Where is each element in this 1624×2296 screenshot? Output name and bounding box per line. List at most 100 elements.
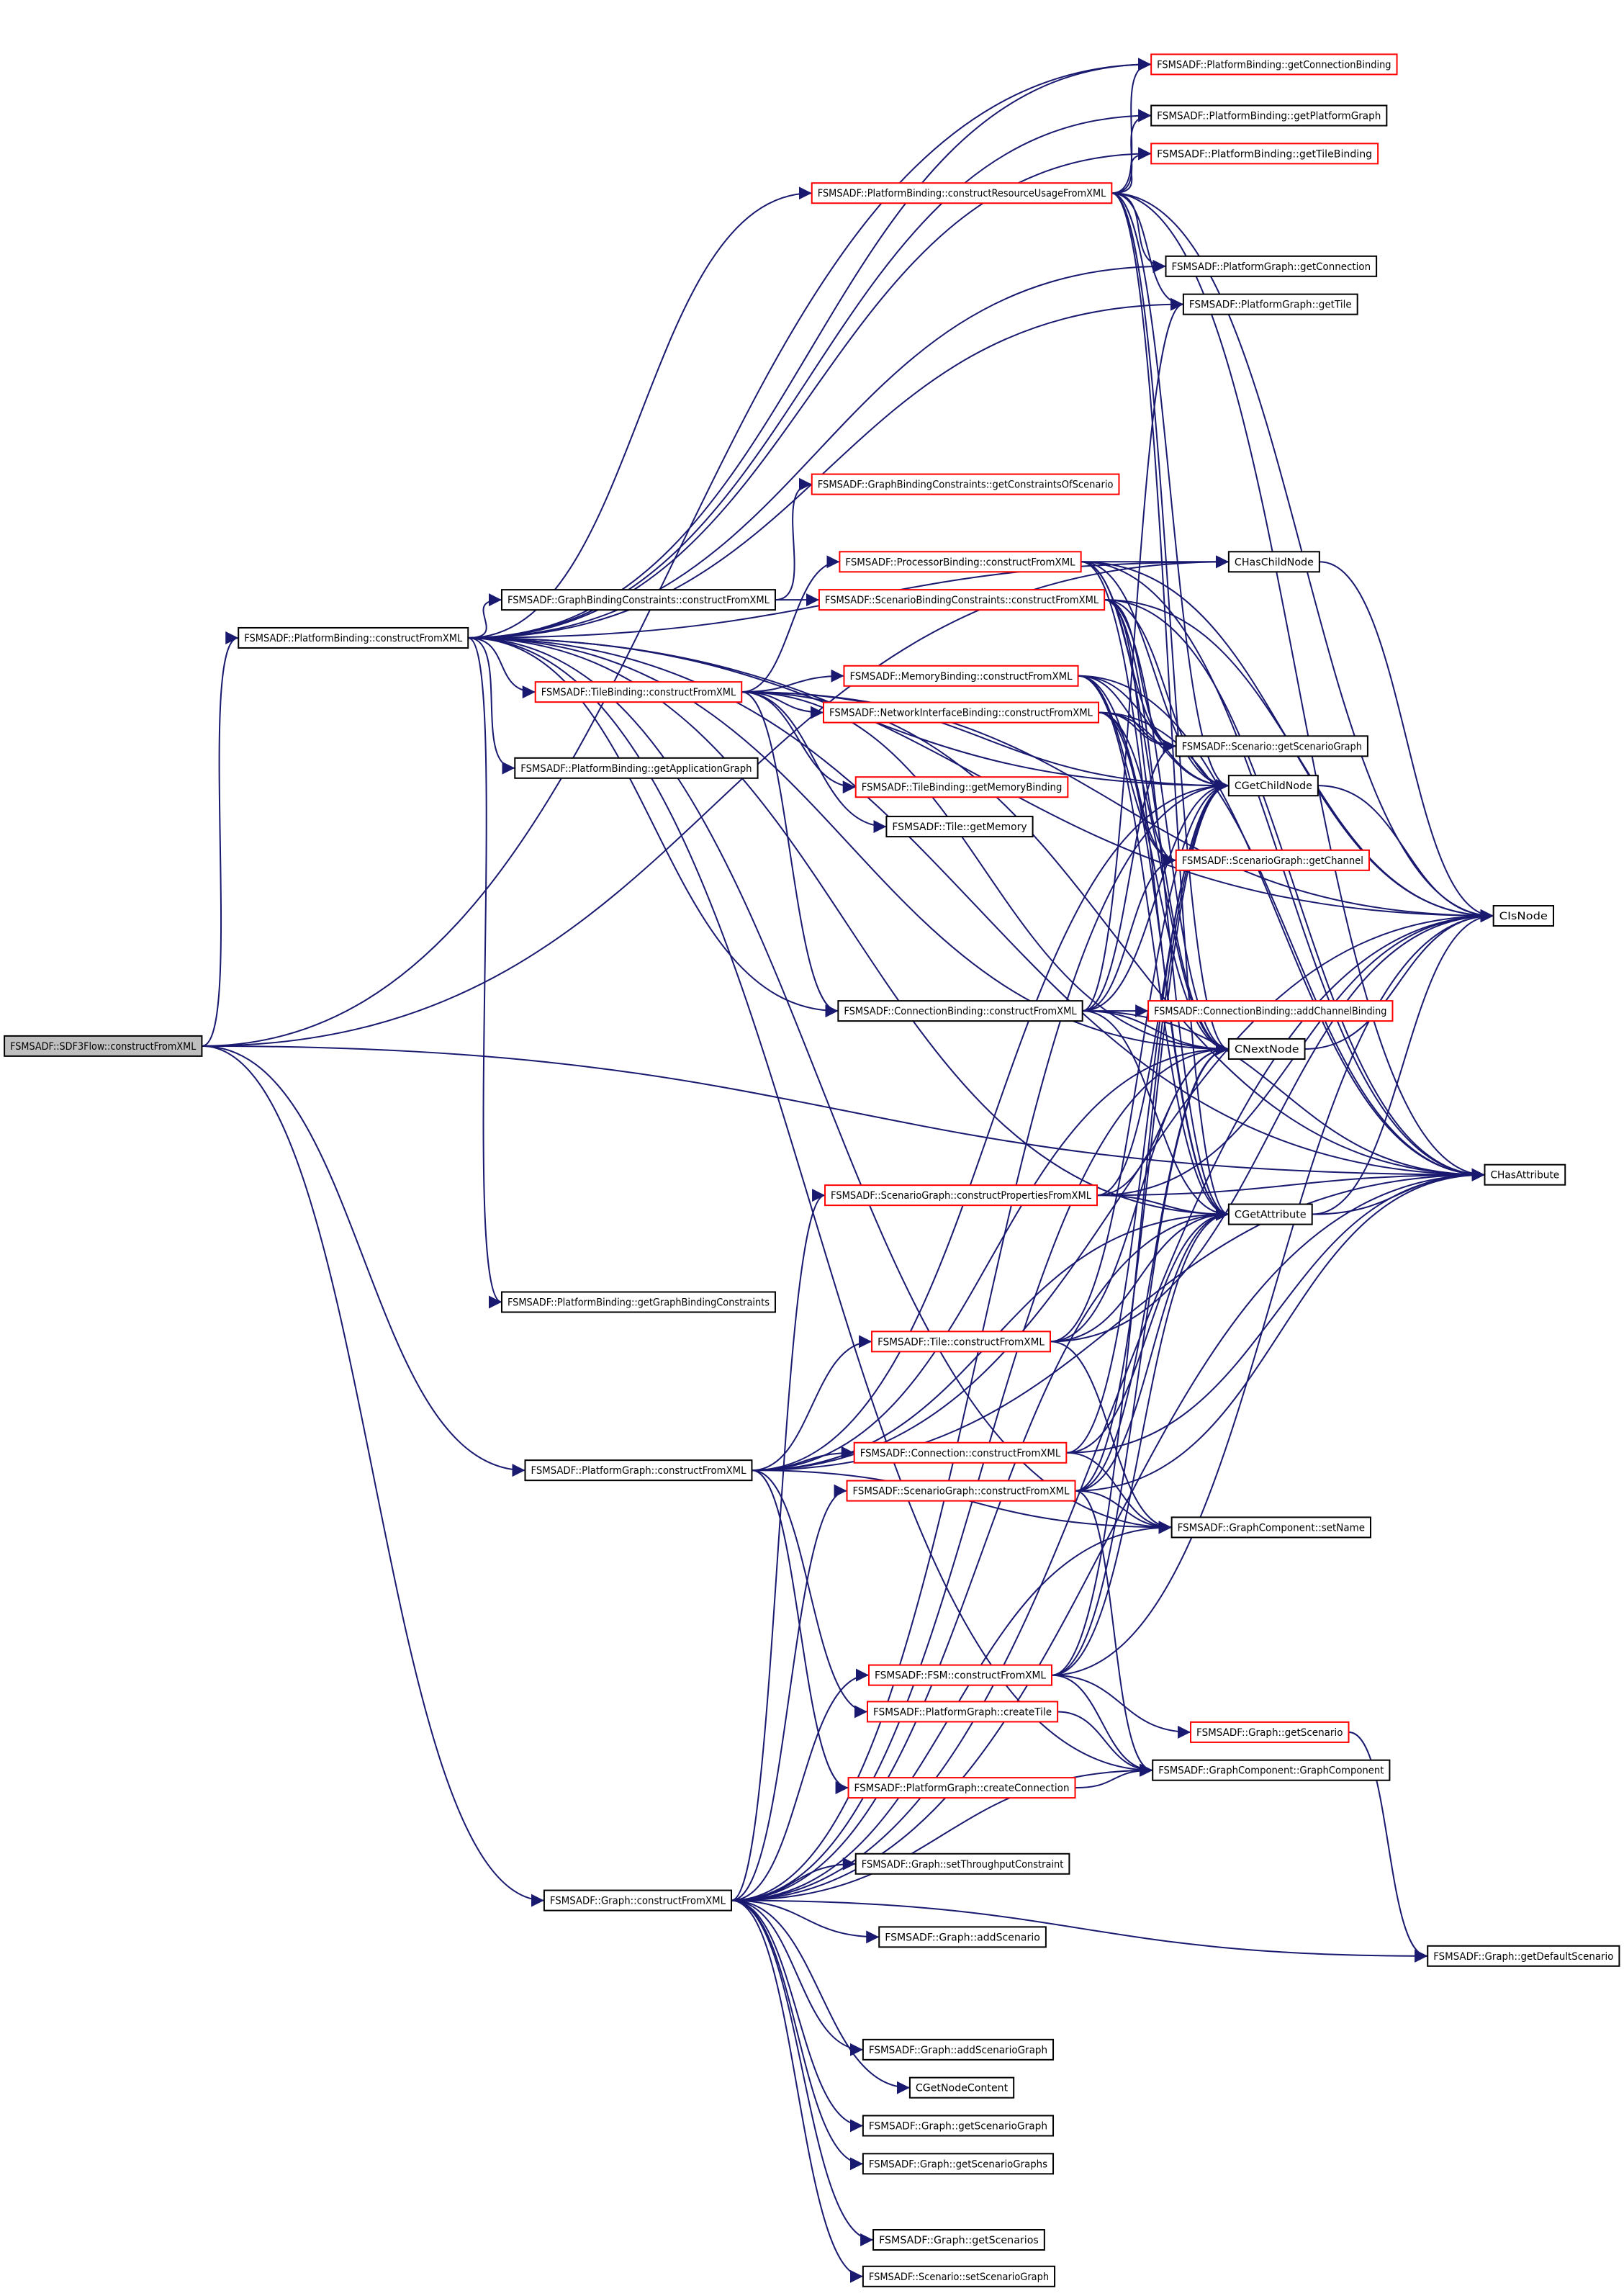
- node-box: [846, 1480, 1076, 1502]
- edge-sbc-to-getCh: [1104, 599, 1176, 867]
- node-cgetchildnode[interactable]: CGetChildNode: [1227, 775, 1319, 797]
- node-label: FSMSADF::Graph::getScenarioGraphs: [869, 2158, 1047, 2170]
- edge-tileB-to-memB: [741, 669, 844, 693]
- node-box: [514, 757, 759, 779]
- node-fsmsadf-graph-getscenariograph[interactable]: FSMSADF::Graph::getScenarioGraph: [862, 2115, 1055, 2137]
- node-cisnode[interactable]: CIsNode: [1492, 905, 1554, 927]
- node-fsmsadf-connectionbinding-addchannelbinding[interactable]: FSMSADF::ConnectionBinding::addChannelBi…: [1147, 1000, 1394, 1022]
- node-label: FSMSADF::GraphBindingConstraints::constr…: [508, 595, 770, 606]
- node-box: [854, 1852, 1070, 1875]
- node-fsmsadf-platformgraph-gettile[interactable]: FSMSADF::PlatformGraph::getTile: [1182, 293, 1358, 315]
- node-box: [811, 182, 1113, 204]
- node-label: CGetChildNode: [1235, 780, 1312, 792]
- edge-pb-to-gcomp: [468, 636, 1153, 1777]
- node-fsmsadf-scenariobindingconstraints-constructfromxml[interactable]: FSMSADF::ScenarioBindingConstraints::con…: [818, 589, 1106, 611]
- edge-conn-to-cga: [1066, 1207, 1229, 1454]
- node-fsmsadf-connection-constructfromxml[interactable]: FSMSADF::Connection::constructFromXML: [853, 1441, 1068, 1464]
- edge-cgcn-to-cisn: [1317, 785, 1494, 923]
- node-fsmsadf-graph-getdefaultscenario[interactable]: FSMSADF::Graph::getDefaultScenario: [1427, 1945, 1620, 1967]
- node-label: CGetNodeContent: [916, 2083, 1009, 2094]
- edge-fsm-to-cisn: [1052, 909, 1494, 1676]
- node-fsmsadf-platformgraph-getconnection[interactable]: FSMSADF::PlatformGraph::getConnection: [1165, 255, 1378, 277]
- node-fsmsadf-scenario-getscenariograph[interactable]: FSMSADF::Scenario::getScenarioGraph: [1175, 735, 1368, 757]
- node-cgetnodecontent[interactable]: CGetNodeContent: [908, 2076, 1015, 2099]
- node-fsmsadf-scenario-setscenariograph[interactable]: FSMSADF::Scenario::setScenarioGraph: [862, 2265, 1056, 2287]
- node-fsmsadf-scenariograph-getchannel[interactable]: FSMSADF::ScenarioGraph::getChannel: [1175, 849, 1370, 871]
- node-fsmsadf-tile-constructfromxml[interactable]: FSMSADF::Tile::constructFromXML: [871, 1331, 1051, 1353]
- node-box: [1152, 1759, 1391, 1781]
- node-fsmsadf-platformgraph-constructfromxml[interactable]: FSMSADF::PlatformGraph::constructFromXML: [524, 1459, 753, 1482]
- edge-pg-to-cgcn: [752, 779, 1229, 1472]
- node-fsmsadf-platformbinding-gettilebinding[interactable]: FSMSADF::PlatformBinding::getTileBinding: [1150, 143, 1379, 165]
- edge-sbc-to-cha: [1104, 599, 1485, 1181]
- node-fsmsadf-graph-addscenariograph[interactable]: FSMSADF::Graph::addScenarioGraph: [862, 2038, 1055, 2061]
- edge-g-to-sg: [731, 1484, 847, 1901]
- node-fsmsadf-sdf3flow-constructfromxml: FSMSADF::SDF3Flow::constructFromXML: [4, 1035, 203, 1057]
- node-fsmsadf-graph-addscenario[interactable]: FSMSADF::Graph::addScenario: [878, 1926, 1047, 1948]
- edge-tile-to-cgcn: [1050, 779, 1229, 1343]
- node-fsmsadf-graphbindingconstraints-constructfromxml[interactable]: FSMSADF::GraphBindingConstraints::constr…: [500, 589, 776, 611]
- node-label: FSMSADF::Connection::constructFromXML: [860, 1448, 1061, 1459]
- edge-sdf3-to-pg: [202, 1045, 525, 1477]
- node-fsmsadf-graph-getscenario[interactable]: FSMSADF::Graph::getScenario: [1190, 1721, 1350, 1743]
- node-label: FSMSADF::Graph::getScenarios: [879, 2235, 1039, 2246]
- node-fsmsadf-graph-getscenarios[interactable]: FSMSADF::Graph::getScenarios: [872, 2228, 1045, 2251]
- node-label: FSMSADF::Graph::addScenario: [885, 1932, 1040, 1943]
- node-label: FSMSADF::ConnectionBinding::addChannelBi…: [1154, 1006, 1386, 1017]
- node-fsmsadf-scenariograph-constructfromxml[interactable]: FSMSADF::ScenarioGraph::constructFromXML: [846, 1480, 1076, 1502]
- node-fsmsadf-processorbinding-constructfromxml[interactable]: FSMSADF::ProcessorBinding::constructFrom…: [839, 551, 1082, 573]
- node-box: [4, 1035, 203, 1057]
- node-fsmsadf-networkinterfacebinding-constructfromxml[interactable]: FSMSADF::NetworkInterfaceBinding::constr…: [823, 701, 1100, 724]
- edge-g-to-gGetSGs: [731, 1899, 863, 2171]
- node-box: [818, 589, 1106, 611]
- edge-sgProps-to-cha: [1096, 1168, 1485, 1197]
- edge-cru-to-cha: [1111, 192, 1485, 1181]
- node-box: [543, 1889, 732, 1912]
- node-label: FSMSADF::MemoryBinding::constructFromXML: [849, 671, 1072, 683]
- node-chasattribute[interactable]: CHasAttribute: [1484, 1163, 1566, 1186]
- node-fsmsadf-tilebinding-getmemorybinding[interactable]: FSMSADF::TileBinding::getMemoryBinding: [854, 776, 1069, 798]
- node-fsmsadf-graphcomponent-setname[interactable]: FSMSADF::GraphComponent::setName: [1170, 1516, 1371, 1539]
- node-fsmsadf-fsm-constructfromxml[interactable]: FSMSADF::FSM::constructFromXML: [868, 1664, 1053, 1686]
- node-box: [1427, 1945, 1620, 1967]
- node-fsmsadf-platformbinding-getplatformgraph[interactable]: FSMSADF::PlatformBinding::getPlatformGra…: [1150, 104, 1388, 127]
- edge-pb-to-getTile: [468, 297, 1183, 639]
- node-fsmsadf-graph-constructfromxml[interactable]: FSMSADF::Graph::constructFromXML: [543, 1889, 732, 1912]
- node-chaschildnode[interactable]: CHasChildNode: [1227, 551, 1320, 573]
- node-fsmsadf-scenariograph-constructpropertiesfromxml[interactable]: FSMSADF::ScenarioGraph::constructPropert…: [824, 1184, 1098, 1207]
- edge-g-to-gGetSG: [731, 1899, 863, 2133]
- node-cnextnode[interactable]: CNextNode: [1227, 1037, 1306, 1060]
- node-fsmsadf-platformbinding-getapplicationgraph[interactable]: FSMSADF::PlatformBinding::getApplication…: [514, 757, 759, 779]
- edge-fsm-to-cnn: [1052, 1043, 1229, 1676]
- node-box: [1190, 1721, 1350, 1743]
- node-fsmsadf-platformbinding-getgraphbindingconstraints[interactable]: FSMSADF::PlatformBinding::getGraphBindin…: [500, 1291, 776, 1313]
- node-fsmsadf-connectionbinding-constructfromxml[interactable]: FSMSADF::ConnectionBinding::constructFro…: [837, 1000, 1083, 1022]
- node-fsmsadf-graphbindingconstraints-getconstraintsofscenario[interactable]: FSMSADF::GraphBindingConstraints::getCon…: [811, 473, 1120, 495]
- edge-niB-to-getCh: [1099, 711, 1176, 867]
- node-fsmsadf-graph-setthroughputconstraint[interactable]: FSMSADF::Graph::setThroughputConstraint: [854, 1852, 1070, 1875]
- node-fsmsadf-platformbinding-getconnectionbinding[interactable]: FSMSADF::PlatformBinding::getConnectionB…: [1150, 53, 1398, 76]
- edge-pg-to-cha: [752, 1168, 1485, 1472]
- edge-pb-to-cga: [468, 636, 1229, 1221]
- node-fsmsadf-tilebinding-constructfromxml[interactable]: FSMSADF::TileBinding::constructFromXML: [534, 681, 743, 703]
- edge-g-to-setSG: [731, 1899, 863, 2283]
- node-fsmsadf-graph-getscenariographs[interactable]: FSMSADF::Graph::getScenarioGraphs: [862, 2153, 1055, 2175]
- node-box: [839, 551, 1082, 573]
- edge-pg-to-tile: [752, 1335, 872, 1472]
- node-fsmsadf-platformbinding-constructfromxml[interactable]: FSMSADF::PlatformBinding::constructFromX…: [238, 626, 469, 649]
- node-cgetattribute[interactable]: CGetAttribute: [1227, 1203, 1313, 1225]
- node-fsmsadf-graphcomponent-graphcomponent[interactable]: FSMSADF::GraphComponent::GraphComponent: [1152, 1759, 1391, 1781]
- edge-g-to-cha: [731, 1168, 1485, 1901]
- node-fsmsadf-platformbinding-constructresourceusagefromxml[interactable]: FSMSADF::PlatformBinding::constructResou…: [811, 182, 1113, 204]
- node-label: FSMSADF::ScenarioGraph::getChannel: [1182, 855, 1363, 867]
- node-label: FSMSADF::GraphComponent::setName: [1178, 1522, 1365, 1534]
- node-fsmsadf-platformgraph-createconnection[interactable]: FSMSADF::PlatformGraph::createConnection: [847, 1777, 1076, 1799]
- node-label: FSMSADF::PlatformGraph::getConnection: [1172, 261, 1371, 273]
- edge-memB-to-cga: [1078, 675, 1229, 1221]
- node-label: FSMSADF::Graph::setThroughputConstraint: [862, 1859, 1064, 1870]
- node-fsmsadf-tile-getmemory[interactable]: FSMSADF::Tile::getMemory: [885, 816, 1034, 838]
- node-fsmsadf-platformgraph-createtile[interactable]: FSMSADF::PlatformGraph::createTile: [866, 1701, 1059, 1723]
- edge-tile-to-cga: [1050, 1207, 1229, 1343]
- edge-g-to-getScens: [731, 1899, 874, 2246]
- node-fsmsadf-memorybinding-constructfromxml[interactable]: FSMSADF::MemoryBinding::constructFromXML: [843, 665, 1079, 687]
